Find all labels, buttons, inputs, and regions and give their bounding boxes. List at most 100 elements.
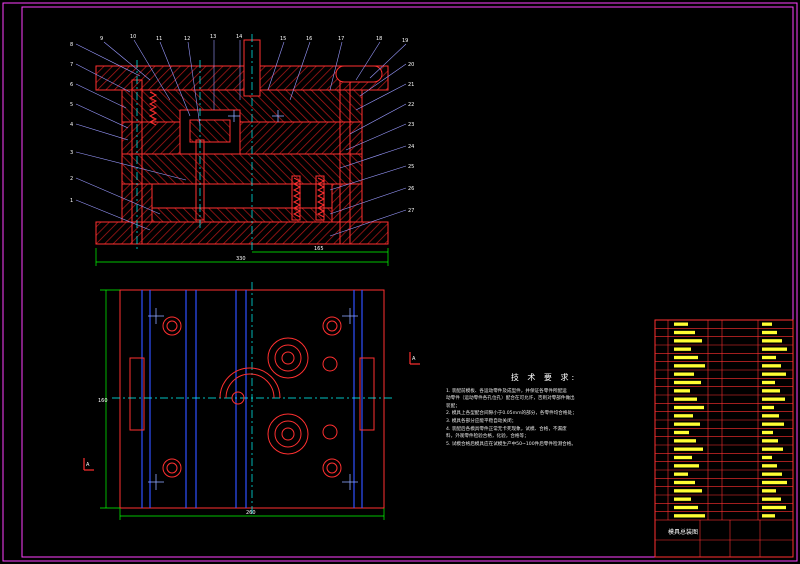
svg-text:10: 10 (130, 34, 136, 40)
svg-text:16: 16 (306, 36, 312, 42)
bom-material-mark (762, 414, 779, 418)
svg-text:17: 17 (338, 36, 344, 42)
bom-text-mark (674, 489, 702, 493)
bom-material-mark (762, 330, 777, 335)
svg-text:15: 15 (280, 36, 286, 42)
svg-text:1: 1 (70, 198, 73, 204)
svg-text:23: 23 (408, 122, 414, 128)
tech-line-8: 5. 试模合格后模具应在试模生产中50~100件后零件检测合格。 (446, 441, 576, 447)
bom-text-mark (674, 505, 698, 510)
bom-material-mark (762, 380, 775, 385)
bom-material-mark (762, 489, 776, 493)
svg-text:7: 7 (70, 62, 73, 68)
tech-line-5: 3. 模具各部分应能平稳自动关闭； (446, 418, 517, 424)
space-block-right (331, 183, 363, 223)
plan-view: 260 160 A A (83, 282, 420, 520)
bom-material-mark (762, 455, 772, 460)
tech-line-2: 动零件（运动零件各孔位孔）配合在可允许，否则对零部件做出 (446, 396, 575, 402)
front-width-dim: 330 (236, 256, 246, 262)
bom-text-mark (674, 497, 691, 501)
svg-text:5: 5 (70, 102, 73, 108)
plan-holes (162, 316, 342, 478)
bom-material-mark (762, 322, 772, 326)
guide-pins (131, 79, 351, 245)
svg-text:11: 11 (156, 36, 162, 42)
bom-material-mark (762, 364, 781, 368)
tech-line-6: 4. 装配后各模具零件正常无卡死现象，试模、合格，不漏废 (446, 426, 567, 432)
bom-text-mark (674, 347, 691, 351)
bom-text-mark (674, 380, 701, 385)
bom-text-mark (674, 422, 700, 426)
plan-width-dim: 260 (246, 510, 256, 516)
bom-text-mark (674, 414, 693, 418)
title-block (654, 519, 794, 558)
springs (148, 91, 326, 218)
bom-material-mark (762, 347, 787, 351)
section-label-left: A (86, 462, 90, 468)
svg-text:14: 14 (236, 34, 242, 40)
bom-text-mark (674, 405, 704, 410)
svg-text:27: 27 (408, 208, 414, 214)
svg-text:18: 18 (376, 36, 382, 42)
bom-material-mark (762, 464, 777, 468)
title-block-name: 模具总装图 (668, 528, 698, 536)
bom-text-mark (674, 447, 703, 451)
bom-material-mark (762, 480, 787, 485)
front-half-dim: 165 (314, 246, 324, 252)
front-cross-markers (228, 110, 284, 122)
svg-text:8: 8 (70, 42, 73, 48)
svg-text:24: 24 (408, 144, 414, 150)
bom-material-mark (762, 514, 775, 518)
svg-text:20: 20 (408, 62, 414, 68)
bom-text-mark (674, 464, 699, 468)
tech-line-7: 料，外观零件检验合格，化验，合格等； (446, 434, 529, 440)
bom-material-mark (762, 405, 774, 410)
svg-text:3: 3 (70, 150, 73, 156)
bom-text-mark (674, 322, 688, 326)
section-label-right: A (412, 356, 416, 362)
plan-height-dim: 160 (98, 398, 108, 404)
bom-material-mark (762, 430, 773, 435)
bom-material-mark (762, 472, 782, 476)
bom-material-mark (762, 372, 786, 376)
bom-outer (654, 319, 794, 558)
lower-plate (121, 153, 363, 185)
plan-dimensions (100, 289, 385, 520)
svg-text:2: 2 (70, 176, 73, 182)
svg-text:19: 19 (402, 38, 408, 44)
bom-text-mark (674, 472, 688, 476)
section-markers (83, 352, 420, 471)
svg-text:6: 6 (70, 82, 73, 88)
bom-columns (667, 320, 759, 520)
bom-text-mark (674, 439, 696, 443)
tech-line-1: 1. 装配前模板、各运动零件及成型件，并保证各零件所配运 (446, 388, 567, 394)
bom-text-mark (674, 339, 702, 343)
svg-text:9: 9 (100, 36, 103, 42)
svg-text:12: 12 (184, 36, 190, 42)
bom-text-mark (674, 355, 698, 360)
bom-text-mark (674, 514, 705, 518)
svg-text:13: 13 (210, 34, 216, 40)
bom-text-mark (674, 389, 690, 393)
bom-material-mark (762, 397, 785, 401)
bom-text-marks (674, 322, 787, 518)
plan-side-slot-left (129, 357, 145, 431)
bom-text-mark (674, 480, 695, 485)
svg-text:21: 21 (408, 82, 414, 88)
bottom-clamp-plate (95, 221, 389, 245)
tech-requirements-title: 技 术 要 求: (510, 373, 578, 382)
bom-text-mark (674, 455, 692, 460)
plan-guide-rails (141, 290, 363, 508)
plan-cross-markers (148, 308, 358, 490)
upper-mold-plate (121, 89, 363, 123)
bom-material-mark (762, 422, 784, 426)
leader-lines (75, 39, 407, 237)
svg-text:26: 26 (408, 186, 414, 192)
plan-centerlines (112, 282, 394, 516)
front-dimensions (95, 248, 389, 266)
front-centerlines (136, 34, 253, 252)
